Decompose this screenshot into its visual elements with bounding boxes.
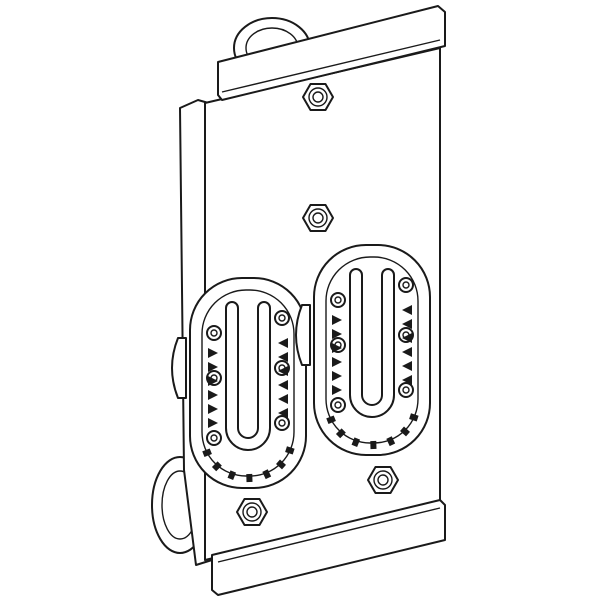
top-flange bbox=[217, 5, 446, 101]
hex-nut bbox=[302, 204, 334, 232]
cable-clip bbox=[171, 277, 307, 489]
hex-nut bbox=[302, 83, 334, 111]
hex-nut bbox=[367, 466, 399, 494]
bottom-flange bbox=[211, 499, 446, 596]
cable-clip bbox=[295, 244, 431, 456]
hex-nut bbox=[236, 498, 268, 526]
